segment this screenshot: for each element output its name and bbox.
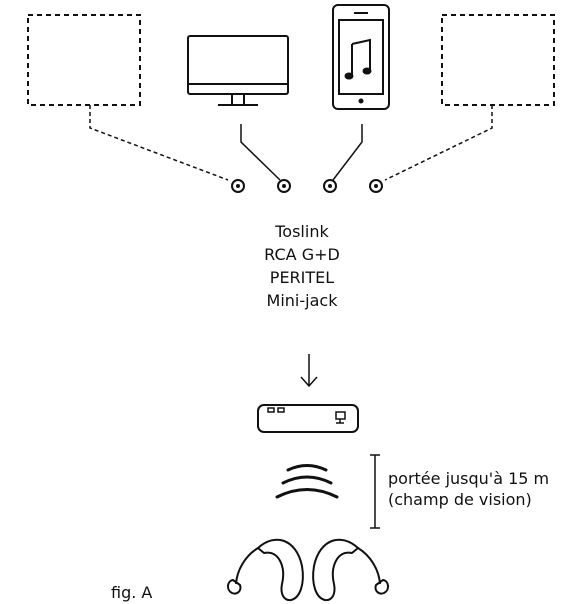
range-condition-text: (champ de vision) bbox=[388, 490, 532, 509]
monitor-icon bbox=[187, 35, 289, 106]
right-device-placeholder bbox=[441, 14, 555, 106]
connection-lines bbox=[89, 105, 493, 181]
arrow-down-icon bbox=[300, 354, 318, 388]
connector-label-peritel: PERITEL bbox=[270, 268, 334, 287]
phone-link bbox=[332, 124, 363, 181]
connector-port-2 bbox=[277, 179, 291, 193]
connector-label-rca: RCA G+D bbox=[264, 245, 340, 264]
tv-streamer-icon bbox=[257, 404, 359, 433]
connector-label-minijack: Mini-jack bbox=[267, 291, 339, 310]
left-device-placeholder bbox=[27, 14, 141, 106]
range-bracket bbox=[370, 454, 380, 529]
monitor-link bbox=[240, 124, 281, 181]
dashed-link-right bbox=[384, 105, 493, 181]
figure-caption: fig. A bbox=[111, 583, 152, 602]
connector-port-4 bbox=[369, 179, 383, 193]
connector-port-1 bbox=[231, 179, 245, 193]
dashed-link-left bbox=[89, 105, 229, 181]
wireless-signal-icon bbox=[275, 464, 339, 499]
connector-port-3 bbox=[323, 179, 337, 193]
smartphone-music-icon bbox=[332, 4, 390, 110]
left-hearing-aid bbox=[227, 538, 304, 602]
right-hearing-aid bbox=[312, 538, 389, 602]
connector-label-toslink: Toslink bbox=[274, 222, 329, 241]
hearing-aids-icon bbox=[227, 538, 389, 602]
connector-ports bbox=[231, 179, 383, 193]
range-distance-text: portée jusqu'à 15 m bbox=[388, 469, 549, 488]
